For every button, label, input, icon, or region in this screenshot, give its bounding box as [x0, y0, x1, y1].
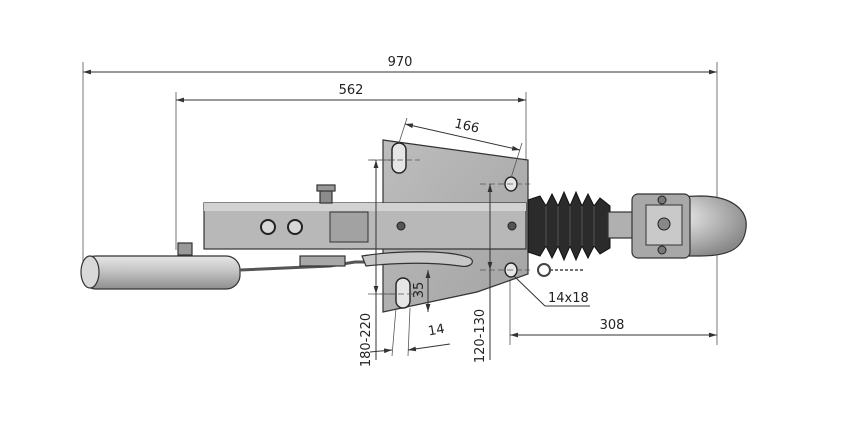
dim-flange-height-range: 180-220 — [359, 313, 374, 367]
extension-lines — [82, 62, 718, 345]
dim-overall-length: 970 — [388, 55, 413, 70]
coupling-head — [631, 193, 747, 259]
breakaway-cable — [537, 263, 585, 277]
flange-slot-lower — [395, 277, 411, 309]
housing-window — [329, 211, 369, 243]
rear-tube-end — [80, 255, 100, 289]
rubber-bellows — [527, 190, 611, 262]
dimension-lines — [83, 69, 717, 360]
dim-hole-spacing-vertical: 120-130 — [473, 309, 488, 363]
grease-nipple — [319, 189, 333, 204]
flange-slot-upper — [391, 142, 407, 174]
dim-slot-length: 35 — [412, 282, 427, 299]
dim-ball-offset: 308 — [600, 318, 625, 333]
dimension-labels: 970 562 166 180-220 120-130 35 14 14x18 … — [339, 55, 625, 367]
housing-bolt-2 — [507, 221, 517, 231]
center-lines — [370, 159, 530, 295]
housing-bolt — [396, 221, 406, 231]
coupling-part — [80, 139, 747, 313]
rod-bracket — [299, 255, 346, 267]
housing-hole-2 — [287, 219, 303, 235]
rear-bracket — [177, 242, 193, 256]
dim-slot-width: 14 — [427, 322, 446, 340]
dim-coupling-length: 562 — [339, 83, 364, 98]
rear-tube — [81, 255, 241, 290]
dim-hole-size: 14x18 — [548, 291, 589, 306]
housing-hole-1 — [260, 219, 276, 235]
brake-lever — [361, 251, 473, 267]
dim-hole-spacing-horizontal: 166 — [453, 116, 481, 136]
